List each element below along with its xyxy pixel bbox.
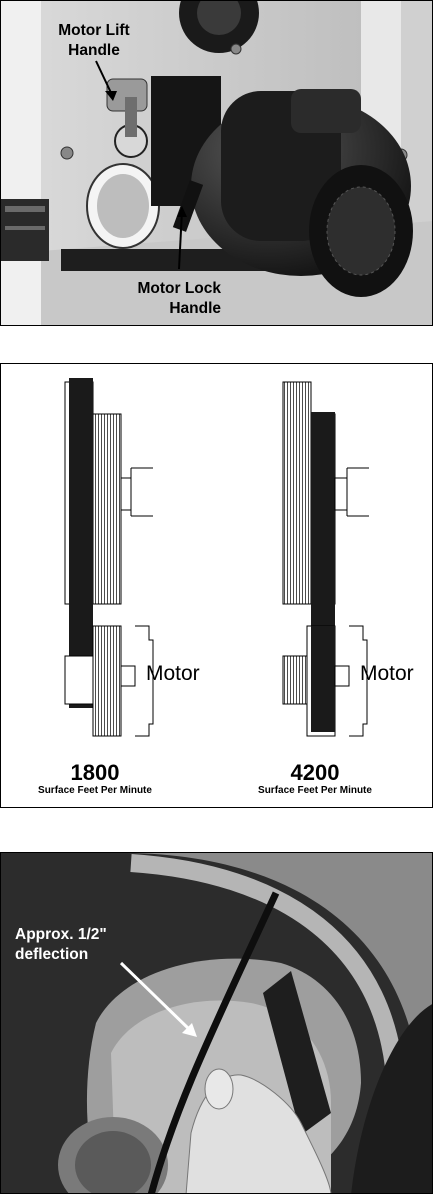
motor-label-4200: Motor xyxy=(360,662,414,686)
motor-lock-handle-label: Motor Lock Handle xyxy=(101,279,221,319)
speed-1800: 1800 xyxy=(15,760,175,786)
config-1800-drawing xyxy=(65,378,153,736)
motor-label-1800: Motor xyxy=(146,662,200,686)
motor-photo-panel: Motor Lift Handle Motor Lock Handle xyxy=(0,0,433,326)
belt-deflection-photo-panel: Approx. 1/2" deflection xyxy=(0,852,433,1194)
speed-4200: 4200 xyxy=(235,760,395,786)
config-4200-drawing xyxy=(283,382,369,736)
speed-4200-unit: Surface Feet Per Minute xyxy=(235,785,395,796)
pulley-diagram xyxy=(1,364,433,808)
deflection-label: Approx. 1/2" deflection xyxy=(15,925,175,965)
belt-deflection-photo xyxy=(1,853,433,1194)
speed-1800-unit: Surface Feet Per Minute xyxy=(15,785,175,796)
pulley-diagram-panel: Motor Motor 1800 Surface Feet Per Minute… xyxy=(0,363,433,808)
motor-lift-handle-label: Motor Lift Handle xyxy=(39,21,149,61)
